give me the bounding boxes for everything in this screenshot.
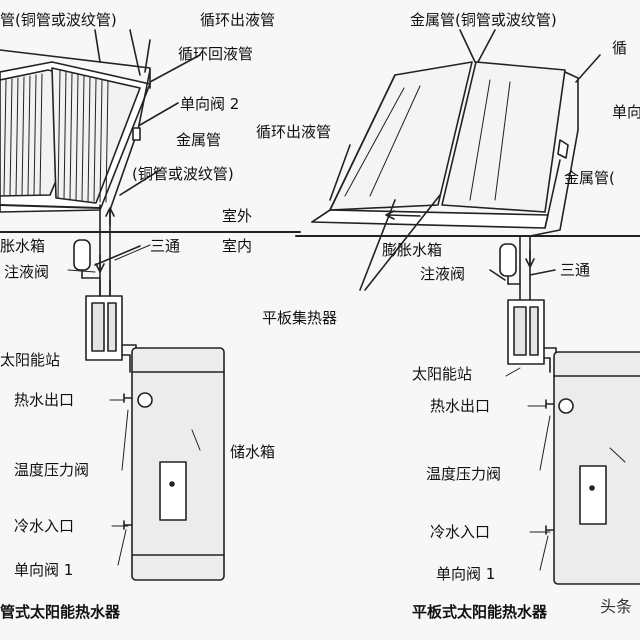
left-label-cold-in: 冷水入口 — [14, 517, 75, 535]
right-label-loop-top: 循 — [612, 39, 628, 57]
left-label-solar-station: 太阳能站 — [0, 351, 61, 369]
left-label-check-valve-2: 单向阀 2 — [180, 95, 240, 113]
right-solar-station — [507, 299, 557, 373]
right-label-hot-out: 热水出口 — [430, 397, 491, 415]
left-storage-tank — [123, 347, 225, 581]
left-tube-collector — [0, 61, 151, 213]
left-pipes — [0, 29, 201, 301]
right-label-check-valve: 单向 — [612, 103, 640, 121]
left-leaders — [67, 244, 201, 566]
right-label-flat-collector: 平板集热器 — [262, 309, 338, 327]
left-label-tee: 三通 — [150, 237, 181, 255]
left-label-metal-pipe-top: 管(铜管或波纹管) — [0, 11, 117, 29]
left-label-tp-valve: 温度压力阀 — [14, 461, 90, 479]
left-label-check-valve-1: 单向阀 1 — [14, 561, 74, 579]
right-label-metal-pipe-top: 金属管(铜管或波纹管) — [410, 11, 557, 29]
right-label-tee: 三通 — [560, 261, 591, 279]
right-pipes — [311, 29, 601, 301]
right-flat-collector — [311, 61, 566, 229]
left-solar-station — [85, 279, 137, 373]
right-label-cold-in: 冷水入口 — [430, 523, 491, 541]
left-label-hot-out: 热水出口 — [14, 391, 75, 409]
watermark: 头条 — [600, 597, 633, 616]
right-label-check-valve-1: 单向阀 1 — [436, 565, 496, 583]
left-label-storage-tank: 储水箱 — [230, 443, 276, 461]
right-expansion-tank — [489, 243, 556, 285]
right-label-fill-valve: 注液阀 — [420, 265, 466, 283]
left-label-indoor: 室内 — [222, 237, 253, 255]
left-label-fill-valve: 注液阀 — [4, 263, 50, 281]
right-leaders — [505, 367, 626, 571]
right-label-expansion-tank: 膨胀水箱 — [382, 241, 443, 259]
left-expansion-tank — [73, 239, 141, 279]
right-caption: 平板式太阳能热水器 — [412, 603, 548, 621]
right-label-solar-station: 太阳能站 — [412, 365, 473, 383]
left-label-metal-pipe-note: (铜管或波纹管) — [132, 165, 234, 183]
left-label-metal-pipe: 金属管 — [176, 131, 222, 149]
left-label-outdoor: 室外 — [222, 207, 253, 225]
left-label-loop-return: 循环回液管 — [178, 45, 254, 63]
right-label-metal-pipe: 金属管( — [564, 169, 615, 187]
left-caption: 管式太阳能热水器 — [0, 603, 121, 621]
left-label-expansion-tank: 胀水箱 — [0, 237, 46, 255]
right-storage-tank — [545, 351, 640, 585]
left-label-loop-out: 循环出液管 — [200, 11, 276, 29]
right-label-tp-valve: 温度压力阀 — [426, 465, 502, 483]
right-label-loop-out: 循环出液管 — [256, 123, 332, 141]
